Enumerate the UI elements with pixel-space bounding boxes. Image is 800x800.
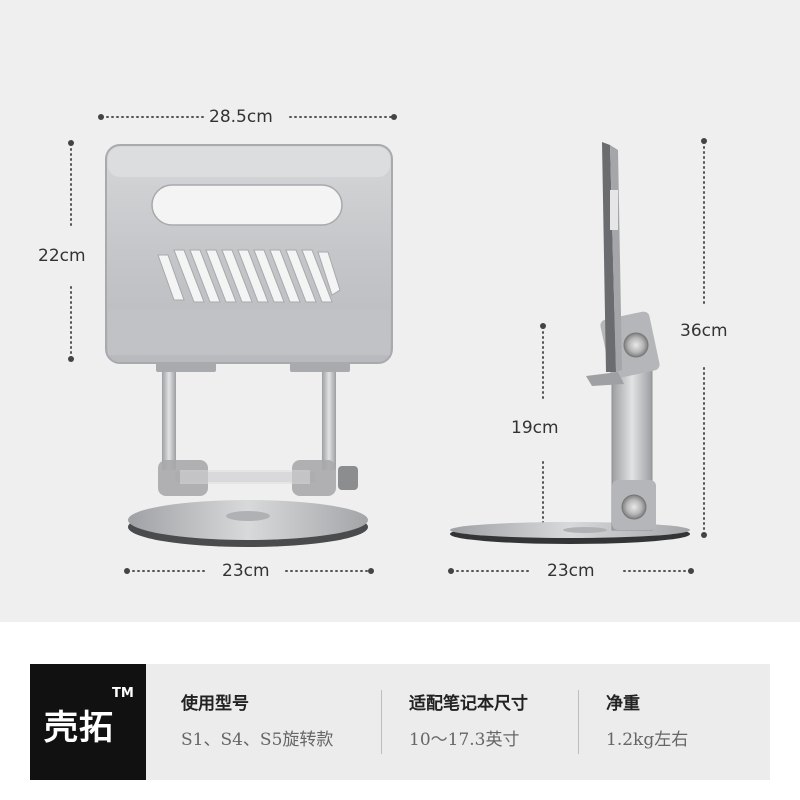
brand-name: 壳拓: [44, 708, 114, 748]
spec-divider: [381, 690, 382, 754]
side-view: [448, 138, 707, 574]
side-base-width-label: 23cm: [545, 561, 597, 581]
spec-model-value: S1、S4、S5旋转款: [181, 730, 334, 750]
spec-model: 使用型号 S1、S4、S5旋转款: [181, 692, 333, 752]
spec-model-label: 使用型号: [181, 694, 249, 714]
trademark-mark: TM: [112, 686, 134, 701]
spec-weight-value: 1.2kg左右: [606, 730, 689, 750]
stand-illustration: [68, 114, 707, 574]
front-width-label: 28.5cm: [207, 107, 275, 127]
spec-laptop-size-value: 10～17.3英寸: [409, 730, 520, 750]
brand-logo: 壳拓 TM: [30, 664, 146, 780]
front-base-width-label: 23cm: [220, 561, 272, 581]
spec-bar: 壳拓 TM 使用型号 S1、S4、S5旋转款 适配笔记本尺寸 10～17.3英寸…: [30, 664, 770, 780]
product-dimension-figure: 28.5cm 22cm 23cm 36cm 19cm 23cm: [0, 0, 800, 622]
spec-laptop-size-label: 适配笔记本尺寸: [409, 694, 528, 714]
lift-height-label: 19cm: [509, 418, 561, 438]
spec-laptop-size: 适配笔记本尺寸 10～17.3英寸: [409, 692, 528, 752]
spec-weight: 净重 1.2kg左右: [606, 692, 688, 752]
front-height-label: 22cm: [36, 246, 88, 266]
spec-divider: [578, 690, 579, 754]
front-view: [68, 114, 397, 574]
spec-weight-label: 净重: [606, 694, 640, 714]
side-height-label: 36cm: [678, 321, 730, 341]
